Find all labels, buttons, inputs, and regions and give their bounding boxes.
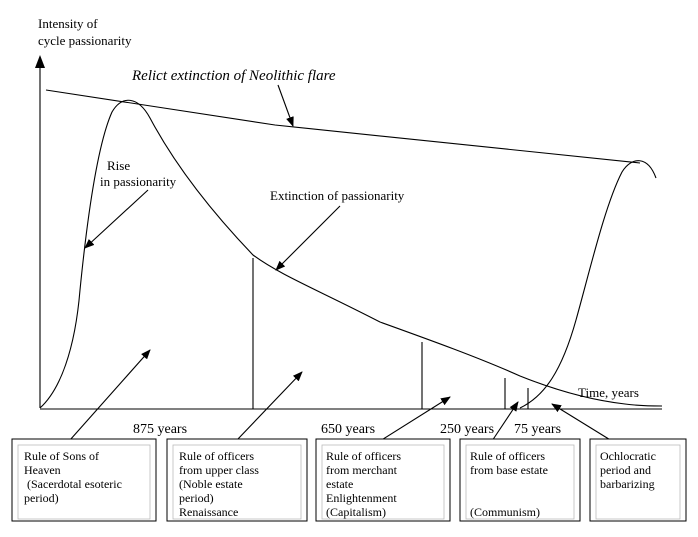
relict-extinction-line [45,89,641,164]
arrow-box-3 [379,396,451,442]
x-axis-label: Time, years [578,385,639,400]
arrow-box-1 [69,349,151,441]
rise-label-line2: in passionarity [100,174,177,189]
arrow-extinction [275,205,341,271]
box-4-line-2: from base estate [470,463,548,477]
y-axis-label-line2: cycle passionarity [38,33,132,48]
duration-1: 875 years [133,422,187,437]
arrow-box-4 [491,401,519,442]
box-2-line-4: period) [179,491,214,505]
arrow-box-5 [551,403,613,442]
y-axis-label-line1: Intensity of [38,16,98,31]
box-5-line-3: barbarizing [600,477,655,491]
duration-3: 250 years [440,422,494,437]
box-3-line-2: from merchant [326,463,398,477]
box-3-line-1: Rule of officers [326,449,401,463]
box-4-line-1: Rule of officers [470,449,545,463]
box-3-line-4: Enlightenment [326,491,397,505]
y-axis-arrowhead [35,55,45,68]
extinction-label: Extinction of passionarity [270,188,405,203]
box-ochlocratic: Ochlocratic period and barbarizing [589,438,687,522]
box-5-line-1: Ochlocratic [600,449,656,463]
box-4-line-5: (Communism) [470,505,540,519]
rise-label-line1: Rise [107,158,130,173]
box-2-line-2: from upper class [179,463,259,477]
ochlocratic-curve [519,160,657,409]
box-3-line-3: estate [326,477,353,491]
box-1-line-3: (Sacerdotal esoteric [24,477,122,491]
box-2-line-3: (Noble estate [179,477,243,491]
arrow-relict [277,84,294,127]
box-2-line-1: Rule of officers [179,449,254,463]
box-1-line-1: Rule of Sons of [24,449,99,463]
box-merchant-estate: Rule of officers from merchant estate En… [315,438,451,522]
box-5-line-2: period and [600,463,651,477]
passionarity-curve [39,99,663,409]
duration-4: 75 years [514,422,561,437]
duration-2: 650 years [321,422,375,437]
box-1-line-2: Heaven [24,463,61,477]
box-upper-class: Rule of officers from upper class (Noble… [166,438,308,522]
box-base-estate: Rule of officers from base estate (Commu… [459,438,581,522]
box-sons-of-heaven: Rule of Sons of Heaven (Sacerdotal esote… [11,438,157,522]
arrow-box-2 [236,371,303,441]
relict-label: Relict extinction of Neolithic flare [131,68,336,84]
arrow-rise [84,189,149,249]
box-2-line-5: Renaissance [179,505,238,519]
box-1-line-4: period) [24,491,59,505]
box-3-line-5: (Capitalism) [326,505,386,519]
